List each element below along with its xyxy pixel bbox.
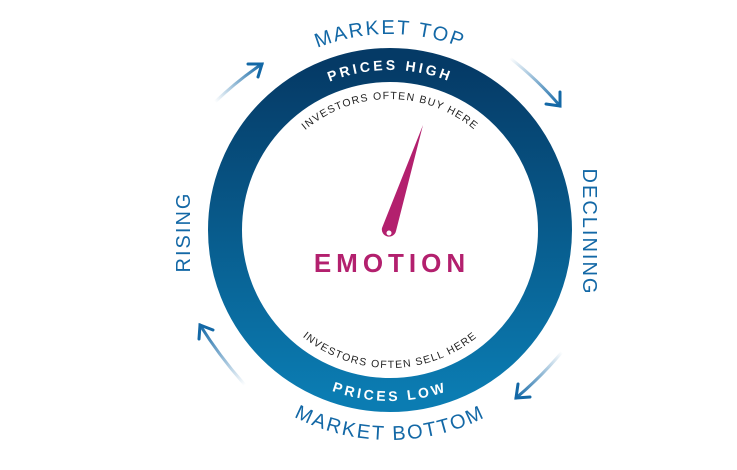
arrow-down-left-icon bbox=[514, 350, 564, 400]
arrow-up-right-icon bbox=[213, 62, 265, 104]
label-rising: RISING bbox=[173, 192, 195, 273]
arrow-up-left-icon bbox=[197, 322, 247, 387]
center-label-emotion: EMOTION bbox=[314, 248, 470, 278]
label-market-top: MARKET TOP bbox=[312, 17, 469, 53]
label-declining: DECLINING bbox=[578, 169, 600, 296]
label-buy-here: INVESTORS OFTEN BUY HERE bbox=[299, 90, 480, 133]
gauge-needle-icon bbox=[381, 125, 423, 237]
cycle-ring bbox=[208, 48, 572, 412]
arrow-down-right-icon bbox=[508, 56, 562, 108]
